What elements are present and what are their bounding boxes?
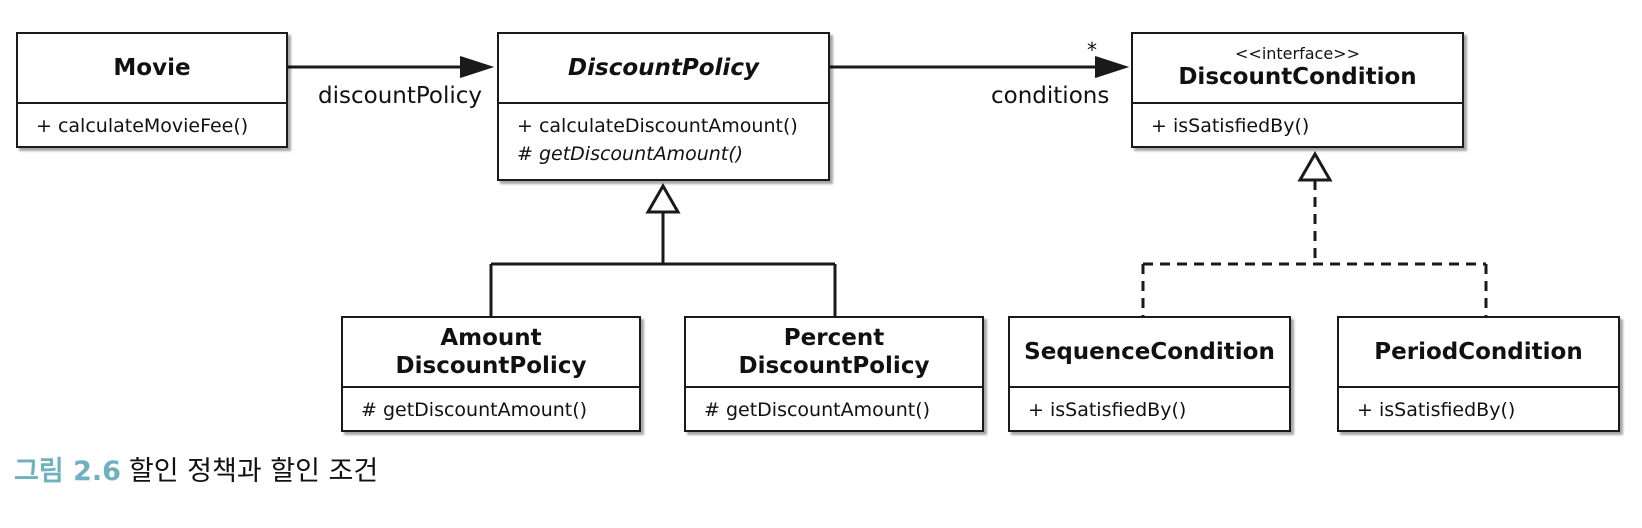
generalization-triangle-icon	[645, 182, 681, 214]
class-period-condition: PeriodCondition + isSatisfiedBy()	[1337, 316, 1620, 432]
arrowhead-discountpolicy-icon	[459, 56, 495, 78]
class-operations: # getDiscountAmount()	[343, 388, 639, 424]
class-name: Percent DiscountPolicy	[738, 325, 930, 379]
operation: + isSatisfiedBy()	[1028, 399, 1187, 421]
operation: + isSatisfiedBy()	[1357, 399, 1516, 421]
class-name: DiscountCondition	[1178, 64, 1417, 90]
operation-abstract: # getDiscountAmount()	[517, 143, 744, 165]
class-header: PeriodCondition	[1339, 318, 1618, 388]
class-header: Amount DiscountPolicy	[343, 318, 639, 388]
multiplicity-label: *	[1087, 38, 1097, 62]
role-label-conditions: conditions	[991, 83, 1110, 109]
class-discount-policy: DiscountPolicy + calculateDiscountAmount…	[497, 32, 830, 181]
class-header: Movie	[18, 34, 286, 104]
class-percent-discount-policy: Percent DiscountPolicy # getDiscountAmou…	[684, 316, 984, 432]
class-movie: Movie + calculateMovieFee()	[16, 32, 288, 148]
operation: + calculateDiscountAmount()	[517, 115, 798, 137]
realization-triangle-icon	[1297, 150, 1333, 182]
class-operations: + isSatisfiedBy()	[1339, 388, 1618, 424]
class-operations: + calculateMovieFee()	[18, 104, 286, 140]
class-operations: + calculateDiscountAmount() # getDiscoun…	[499, 104, 828, 168]
class-name: DiscountPolicy	[568, 55, 759, 81]
operation: + isSatisfiedBy()	[1151, 115, 1310, 137]
class-operations: # getDiscountAmount()	[686, 388, 982, 424]
class-operations: + isSatisfiedBy()	[1010, 388, 1289, 424]
stereotype: <<interface>>	[1235, 44, 1360, 63]
class-operations: + isSatisfiedBy()	[1133, 104, 1462, 140]
class-name: Movie	[113, 55, 191, 81]
operation: # getDiscountAmount()	[361, 399, 588, 421]
figure-number: 그림 2.6	[14, 456, 121, 487]
class-amount-discount-policy: Amount DiscountPolicy # getDiscountAmoun…	[341, 316, 641, 432]
class-header: Percent DiscountPolicy	[686, 318, 982, 388]
class-sequence-condition: SequenceCondition + isSatisfiedBy()	[1008, 316, 1291, 432]
class-header: <<interface>> DiscountCondition	[1133, 34, 1462, 104]
class-name: PeriodCondition	[1374, 339, 1583, 365]
operation: # getDiscountAmount()	[704, 399, 931, 421]
class-header: DiscountPolicy	[499, 34, 828, 104]
figure-title: 할인 정책과 할인 조건	[128, 456, 379, 487]
role-label-discount-policy: discountPolicy	[318, 83, 483, 109]
operation: + calculateMovieFee()	[36, 115, 249, 137]
class-header: SequenceCondition	[1010, 318, 1289, 388]
class-name: Amount DiscountPolicy	[395, 325, 587, 379]
arrowhead-conditions-icon	[1094, 56, 1130, 78]
class-name: SequenceCondition	[1024, 339, 1275, 365]
class-discount-condition: <<interface>> DiscountCondition + isSati…	[1131, 32, 1464, 148]
